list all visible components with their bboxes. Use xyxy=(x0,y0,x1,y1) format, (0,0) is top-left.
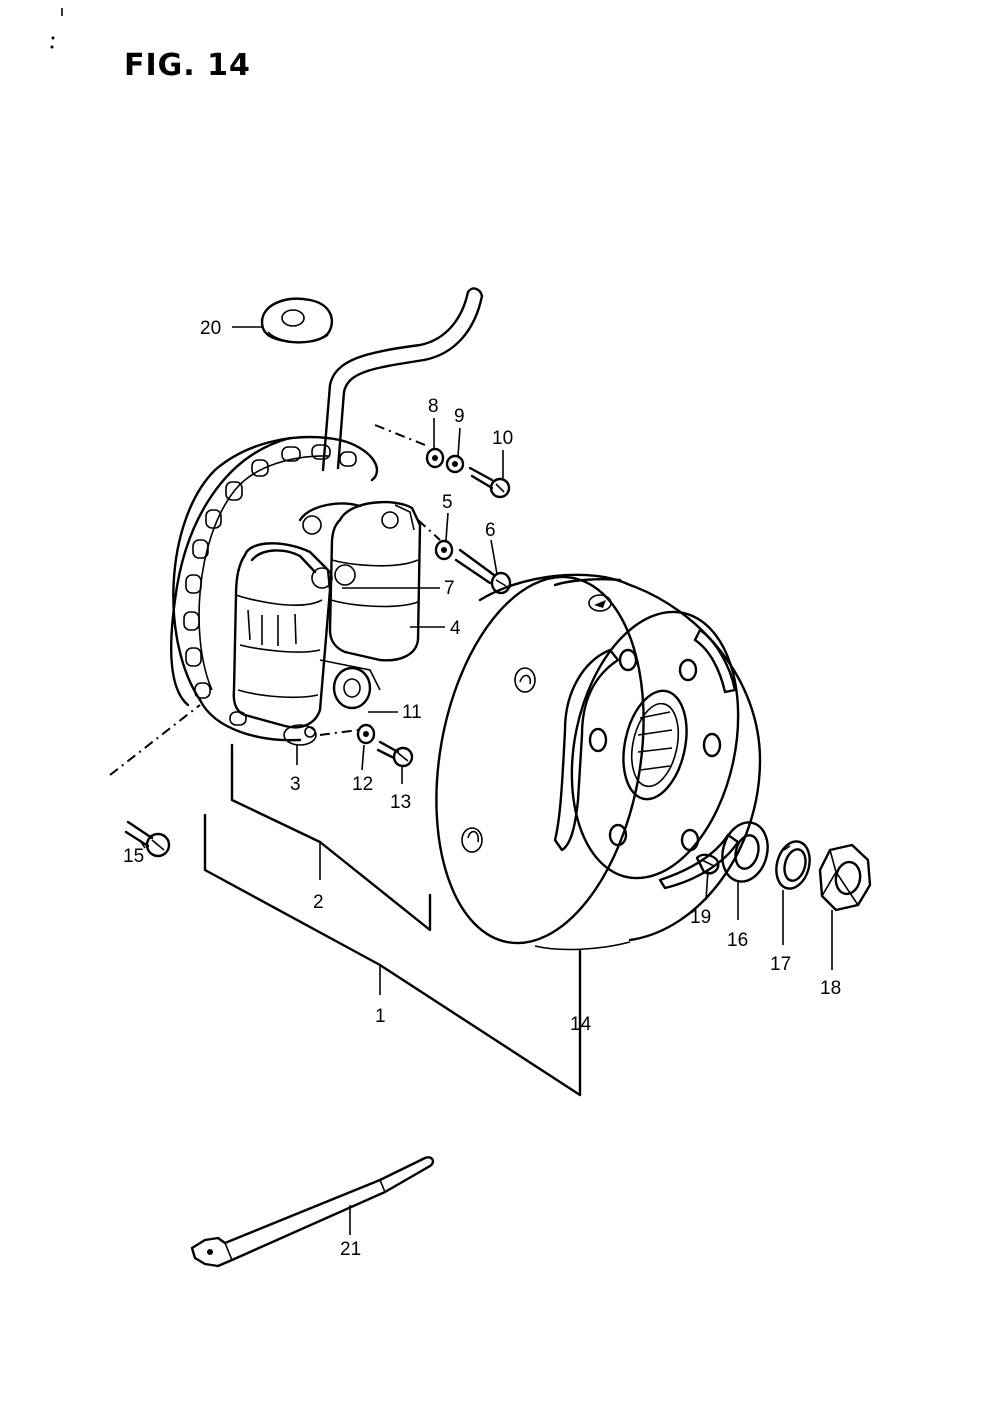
callout-10: 10 xyxy=(492,428,513,449)
callout-6: 6 xyxy=(485,520,496,541)
flywheel-rotor xyxy=(435,573,762,951)
ignition-coil xyxy=(298,500,422,662)
callout-19: 19 xyxy=(690,907,711,928)
callout-1: 1 xyxy=(375,1006,386,1027)
pulser-coil xyxy=(319,659,381,710)
grommet xyxy=(260,297,333,344)
callout-20: 20 xyxy=(200,318,221,339)
callout-12: 12 xyxy=(352,774,373,795)
callout-9: 9 xyxy=(454,406,465,427)
lock-washer xyxy=(775,840,811,890)
callout-3: 3 xyxy=(290,774,301,795)
callout-11: 11 xyxy=(402,702,422,723)
cable-band xyxy=(190,1156,435,1268)
callout-14: 14 xyxy=(570,1014,592,1035)
stator-plate xyxy=(170,435,379,742)
callout-21: 21 xyxy=(340,1239,361,1260)
lighting-coil xyxy=(232,542,333,746)
callout-17: 17 xyxy=(770,954,791,975)
figure-title: FIG. 14 xyxy=(124,48,251,83)
callout-15: 15 xyxy=(123,846,144,867)
flat-washer xyxy=(721,821,769,883)
callout-labels: 20 8 9 10 5 6 7 4 11 3 12 13 15 2 1 14 1… xyxy=(123,318,841,1260)
callout-7: 7 xyxy=(444,578,455,599)
callout-2: 2 xyxy=(313,892,324,913)
stator-hardware xyxy=(319,424,512,768)
stator-cable xyxy=(321,287,484,472)
callout-18: 18 xyxy=(820,978,841,999)
plate-screw xyxy=(109,704,201,858)
hex-nut xyxy=(818,843,872,912)
scan-specks xyxy=(50,8,63,49)
callout-5: 5 xyxy=(442,492,453,513)
callout-13: 13 xyxy=(390,792,411,813)
callout-8: 8 xyxy=(428,396,439,417)
leader-lines xyxy=(139,326,833,1235)
callout-4: 4 xyxy=(450,618,461,639)
callout-16: 16 xyxy=(727,930,748,951)
